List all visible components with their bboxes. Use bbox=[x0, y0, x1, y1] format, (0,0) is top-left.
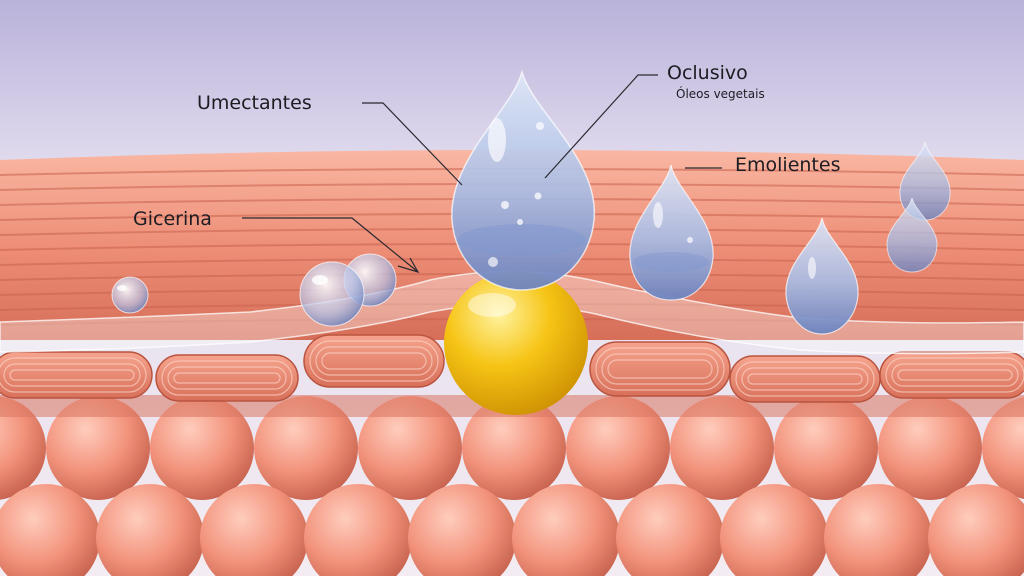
label-umectantes: Umectantes bbox=[197, 92, 312, 114]
label-oclusivo: Oclusivo bbox=[667, 62, 748, 84]
label-emolientes: Emolientes bbox=[735, 154, 841, 176]
label-glicerina: Gicerina bbox=[133, 208, 212, 230]
label-oclusivo-sub: Óleos vegetais bbox=[676, 87, 765, 101]
